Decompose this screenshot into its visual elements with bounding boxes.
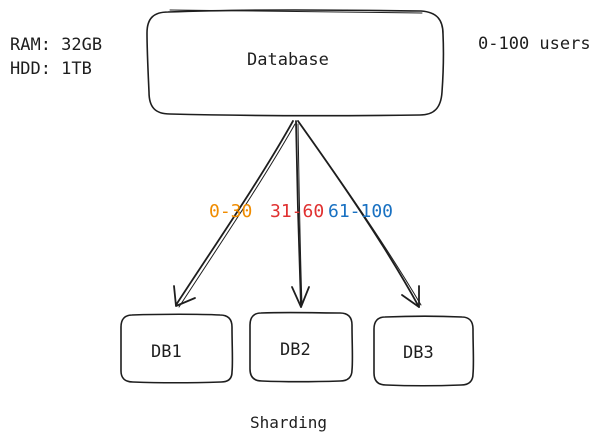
- edge-db3-arrow: [297, 120, 422, 308]
- db3-label: DB3: [403, 343, 434, 363]
- range-label-db1: 0-30: [209, 201, 253, 222]
- edge-db2-arrow: [291, 120, 310, 308]
- ram-spec: RAM: 32GB: [10, 35, 103, 55]
- range-label-db3: 61-100: [328, 201, 394, 222]
- db1-label: DB1: [151, 342, 182, 362]
- server-specs: RAM: 32GB HDD: 1TB: [10, 33, 102, 81]
- users-label: 0-100 users: [478, 34, 591, 54]
- database-box: [146, 9, 445, 117]
- range-label-db2: 31-60: [270, 201, 325, 222]
- db1-box: [120, 313, 234, 384]
- db2-label: DB2: [280, 340, 311, 360]
- diagram-caption: Sharding: [250, 413, 328, 432]
- database-label: Database: [247, 50, 329, 70]
- db2-box: [249, 311, 354, 383]
- hdd-spec: HDD: 1TB: [10, 59, 92, 79]
- db3-box: [373, 315, 475, 387]
- edge-db1-arrow: [173, 120, 296, 308]
